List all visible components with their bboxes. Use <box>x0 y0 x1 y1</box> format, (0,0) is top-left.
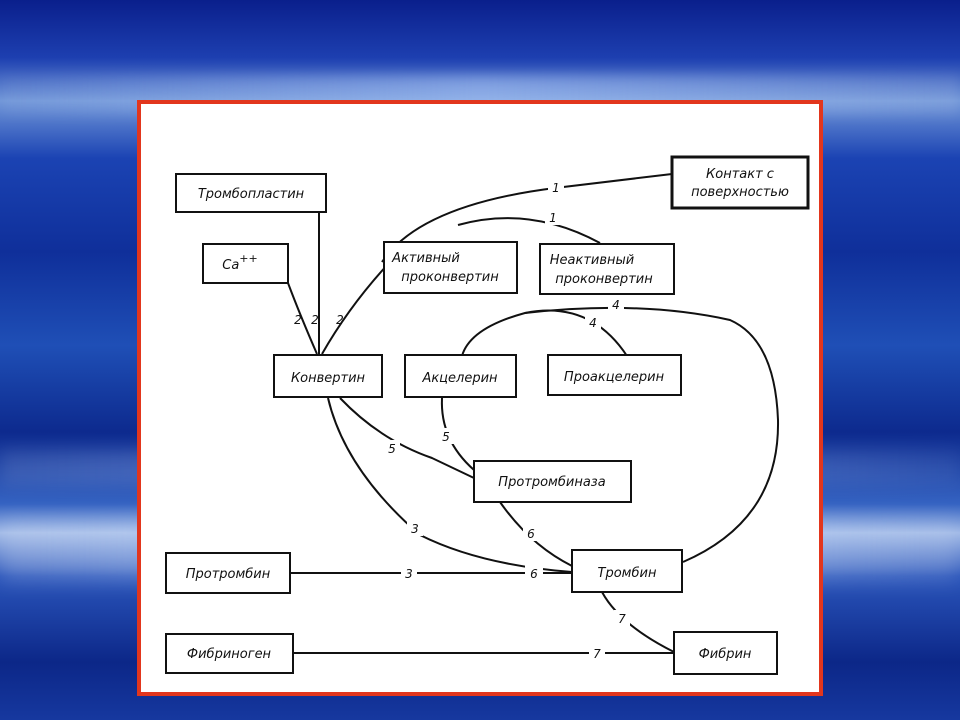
diagram-frame: Тромбопластин Контакт с поверхностью Ca+… <box>137 100 823 696</box>
box-thrombin <box>571 549 683 593</box>
box-prothrombinase <box>473 460 632 503</box>
box-contact <box>670 155 810 210</box>
coagulation-diagram: Тромбопластин Контакт с поверхностью Ca+… <box>165 155 810 675</box>
step-label: 7 <box>618 612 626 626</box>
step-label: 4 <box>612 298 620 312</box>
box-fibrin <box>673 631 778 675</box>
step-label: 4 <box>589 316 597 330</box>
box-convertin <box>273 354 383 398</box>
label-thrombin: Тромбин <box>598 566 657 581</box>
box-thromboplastin <box>175 173 327 213</box>
edge-convertin-prothrombinase <box>339 397 475 479</box>
box-inactive-proconvertin <box>539 243 675 295</box>
step-label: 2 <box>294 313 302 327</box>
step-label: 3 <box>405 567 413 581</box>
edge-inactive-active <box>457 217 601 244</box>
label-prothrombinase: Протромбиназа <box>498 475 605 490</box>
box-active-proconvertin <box>383 241 518 294</box>
label-inactive-1: Неактивный <box>550 253 635 268</box>
step-label: 2 <box>336 313 344 327</box>
box-accelerin <box>404 354 517 398</box>
box-proaccelerin <box>547 354 682 396</box>
label-active-2: проконвертин <box>401 270 499 285</box>
label-proaccelerin: Проакцелерин <box>564 370 665 385</box>
label-contact-1: Контакт с <box>706 167 774 182</box>
label-inactive-2: проконвертин <box>555 272 653 287</box>
label-accelerin: Акцелерин <box>421 371 498 386</box>
label-contact-2: поверхностью <box>691 185 789 200</box>
step-label: 1 <box>549 211 557 225</box>
box-fibrinogen <box>165 633 294 674</box>
step-label: 1 <box>552 181 560 195</box>
step-label: 5 <box>388 442 396 456</box>
label-fibrinogen: Фибриноген <box>187 647 272 662</box>
label-ca: Ca++ <box>222 252 257 273</box>
edge-accelerin-proaccelerin-loop <box>461 309 628 357</box>
label-convertin: Конвертин <box>291 371 366 386</box>
step-label: 6 <box>530 567 538 581</box>
box-prothrombin <box>165 552 291 594</box>
edge-thrombin-loop <box>524 306 780 563</box>
label-thromboplastin: Тромбопластин <box>198 187 305 202</box>
step-label: 3 <box>411 522 419 536</box>
edge-ca-convertin <box>287 282 318 355</box>
edge-active-convertin <box>321 261 391 355</box>
label-active-1: Активный <box>391 251 460 266</box>
label-prothrombin: Протромбин <box>186 567 271 582</box>
label-fibrin: Фибрин <box>699 647 752 662</box>
edge-thrombin-fibrin <box>601 591 675 653</box>
box-ca <box>202 243 289 284</box>
step-label: 6 <box>527 527 535 541</box>
step-label: 2 <box>311 313 319 327</box>
step-label: 5 <box>442 430 450 444</box>
step-label: 7 <box>593 647 601 661</box>
